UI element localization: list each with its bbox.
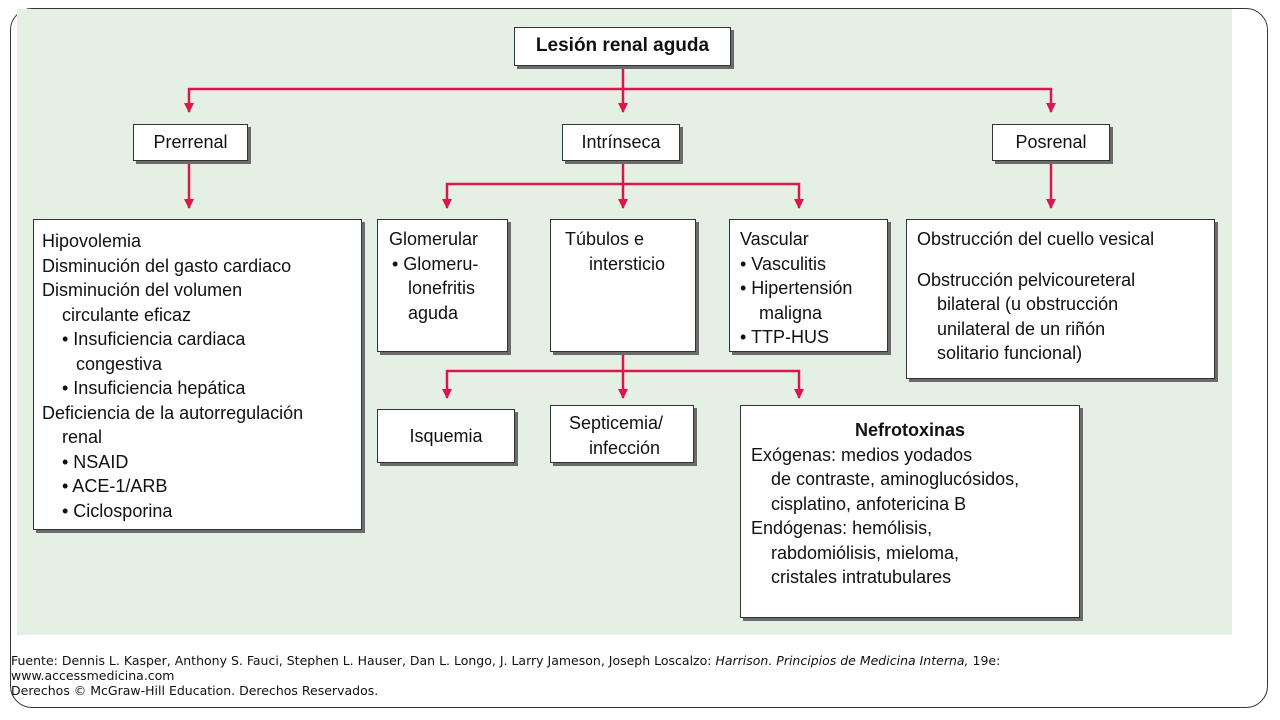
prerrenal-label: Prerrenal	[153, 132, 228, 153]
prerrenal-bullet: • Insuficiencia hepática	[62, 378, 246, 398]
nefrotoxinas-box: Nefrotoxinas Exógenas: medios yodados de…	[740, 405, 1080, 618]
isquemia-box: Isquemia	[377, 409, 515, 463]
prerrenal-bullet: • ACE-1/ARB	[62, 476, 168, 496]
prerrenal-line: Hipovolemia	[42, 231, 142, 251]
prerrenal-line: circulante eficaz	[62, 304, 192, 325]
citation-authors: Fuente: Dennis L. Kasper, Anthony S. Fau…	[11, 653, 716, 668]
posrenal-box: Posrenal	[992, 124, 1110, 161]
prerrenal-bullet: • Ciclosporina	[62, 500, 173, 521]
nefrotoxinas-line: rabdomiólisis, mieloma,	[771, 542, 960, 563]
nefrotoxinas-line: Exógenas: medios yodados	[751, 444, 973, 465]
posrenal-detail-box: Obstrucción del cuello vesical Obstrucci…	[906, 219, 1215, 379]
vascular-line: Vascular	[740, 229, 809, 249]
prerrenal-line: Disminución del gasto cardiaco	[42, 255, 292, 276]
nefrotoxinas-line: Endógenas: hemólisis,	[751, 518, 933, 538]
source-citation: Fuente: Dennis L. Kasper, Anthony S. Fau…	[11, 653, 1271, 668]
vascular-box: Vascular • Vasculitis • Hipertensión mal…	[729, 219, 888, 352]
prerrenal-detail-box: Hipovolemia Disminución del gasto cardia…	[33, 219, 362, 530]
prerrenal-line: Disminución del volumen	[42, 280, 243, 300]
arrow-intrinseca-vascular	[623, 182, 804, 209]
glomerular-box: Glomerular • Glomeru- lonefritis aguda	[377, 219, 508, 352]
nefrotoxinas-line: de contraste, aminoglucósidos,	[771, 469, 1020, 489]
citation-edition: 19e:	[968, 653, 1001, 668]
septicemia-line: infección	[589, 437, 661, 458]
nefrotoxinas-line: cisplatino, anfotericina B	[771, 493, 967, 514]
isquemia-label: Isquemia	[409, 425, 483, 446]
source-footer: Fuente: Dennis L. Kasper, Anthony S. Fau…	[11, 653, 1271, 698]
septicemia-box: Septicemia/ infección	[550, 405, 694, 463]
nefrotoxinas-line: cristales intratubulares	[771, 567, 952, 587]
posrenal-label: Posrenal	[1015, 132, 1087, 153]
arrow-root-prerrenal	[184, 87, 623, 113]
posrenal-line: solitario funcional)	[937, 343, 1083, 363]
root-label: Lesión renal aguda	[535, 35, 710, 57]
vascular-line: maligna	[759, 302, 823, 323]
prerrenal-bullet: • Insuficiencia cardiaca	[62, 329, 246, 349]
citation-book: Harrison. Principios de Medicina Interna…	[715, 653, 969, 668]
arrow-intrinseca-glomerular	[442, 182, 623, 209]
vascular-bullet: • Vasculitis	[740, 253, 826, 274]
source-url: www.accessmedicina.com	[11, 668, 175, 683]
arrow-tubulos-isquemia	[442, 369, 623, 399]
tubulos-box: Túbulos e intersticio	[550, 219, 696, 352]
vascular-bullet: • TTP-HUS	[740, 327, 829, 347]
prerrenal-line: Deficiencia de la autorregulación	[42, 402, 304, 423]
intrinseca-label: Intrínseca	[581, 132, 661, 153]
nefrotoxinas-title: Nefrotoxinas	[854, 420, 966, 440]
posrenal-line: bilateral (u obstrucción	[937, 294, 1119, 314]
intrinseca-box: Intrínseca	[562, 124, 680, 161]
arrow-root-posrenal	[623, 87, 1056, 113]
septicemia-line: Septicemia/	[569, 413, 664, 433]
glomerular-line: aguda	[408, 302, 459, 323]
posrenal-line: Obstrucción del cuello vesical	[917, 229, 1155, 249]
prerrenal-box: Prerrenal	[133, 124, 248, 161]
posrenal-line: unilateral de un riñón	[937, 318, 1106, 339]
tubulos-line: Túbulos e	[565, 229, 645, 249]
prerrenal-bullet: • NSAID	[62, 451, 129, 472]
posrenal-line: Obstrucción pelvicoureteral	[917, 269, 1136, 290]
root-box: Lesión renal aguda	[514, 27, 731, 66]
prerrenal-line: renal	[62, 427, 103, 447]
copyright-notice: Derechos © McGraw-Hill Education. Derech…	[11, 683, 379, 698]
prerrenal-line: congestiva	[76, 353, 163, 374]
glomerular-bullet: • Glomeru-	[392, 253, 479, 274]
tubulos-line: intersticio	[589, 253, 666, 274]
vascular-bullet: • Hipertensión	[740, 278, 853, 298]
glomerular-line: lonefritis	[408, 278, 476, 298]
arrow-tubulos-nefrotoxinas	[623, 369, 804, 399]
glomerular-line: Glomerular	[389, 229, 479, 249]
